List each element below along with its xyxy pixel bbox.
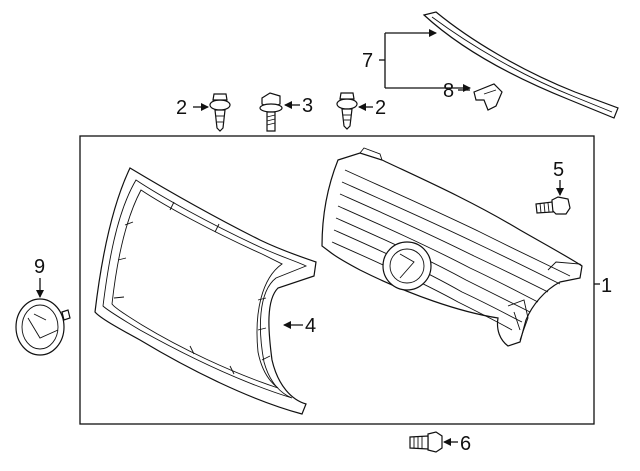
clip-8 [473, 83, 503, 111]
callout-6-label: 6 [460, 433, 471, 455]
clip-2-left [209, 93, 231, 132]
callout-1-label: 1 [601, 275, 612, 297]
callout-8-label: 8 [443, 80, 454, 102]
callout-5-label: 5 [553, 159, 564, 181]
callout-2-right-label: 2 [375, 97, 386, 119]
callout-4-label: 4 [305, 315, 316, 337]
upper-molding-strip [422, 11, 619, 119]
callout-7-label: 7 [362, 50, 373, 72]
grille-insert [321, 147, 583, 347]
callout-9-label: 9 [34, 256, 45, 278]
bolt-5 [535, 196, 571, 215]
assembly-box [79, 135, 595, 425]
screw-6 [409, 431, 443, 453]
clip-2-right [336, 92, 358, 130]
callout-2-left-label: 2 [176, 97, 187, 119]
grille-frame [94, 167, 317, 415]
emblem-9 [15, 298, 71, 356]
bolt-3 [259, 92, 283, 132]
callout-7-bracket [379, 29, 471, 92]
callout-3-label: 3 [302, 95, 313, 117]
